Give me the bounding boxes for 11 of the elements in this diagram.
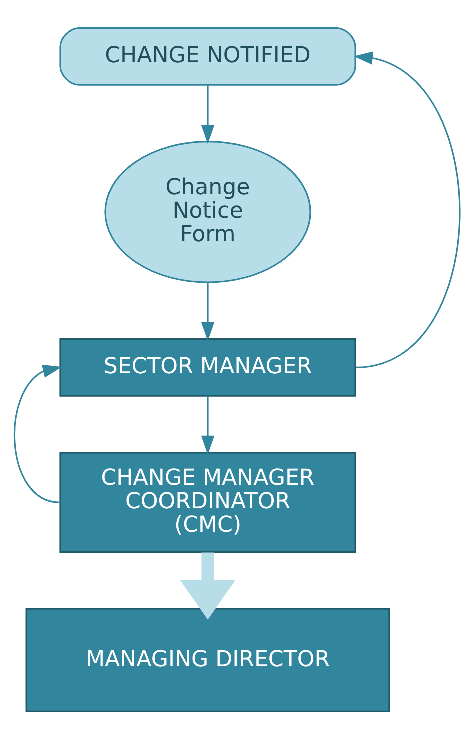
arrow bbox=[180, 552, 236, 620]
arrow bbox=[354, 52, 461, 368]
node-box: CHANGE NOTIFIED bbox=[60, 28, 356, 86]
node-box: CHANGE MANAGER COORDINATOR (CMC) bbox=[60, 452, 356, 554]
node-box: MANAGING DIRECTOR bbox=[26, 608, 390, 712]
arrow bbox=[14, 364, 62, 504]
arrow bbox=[201, 396, 215, 455]
node-ellipse: Change Notice Form bbox=[104, 141, 312, 284]
node-box: SECTOR MANAGER bbox=[60, 338, 356, 397]
arrow bbox=[201, 86, 215, 144]
arrow bbox=[201, 282, 215, 342]
